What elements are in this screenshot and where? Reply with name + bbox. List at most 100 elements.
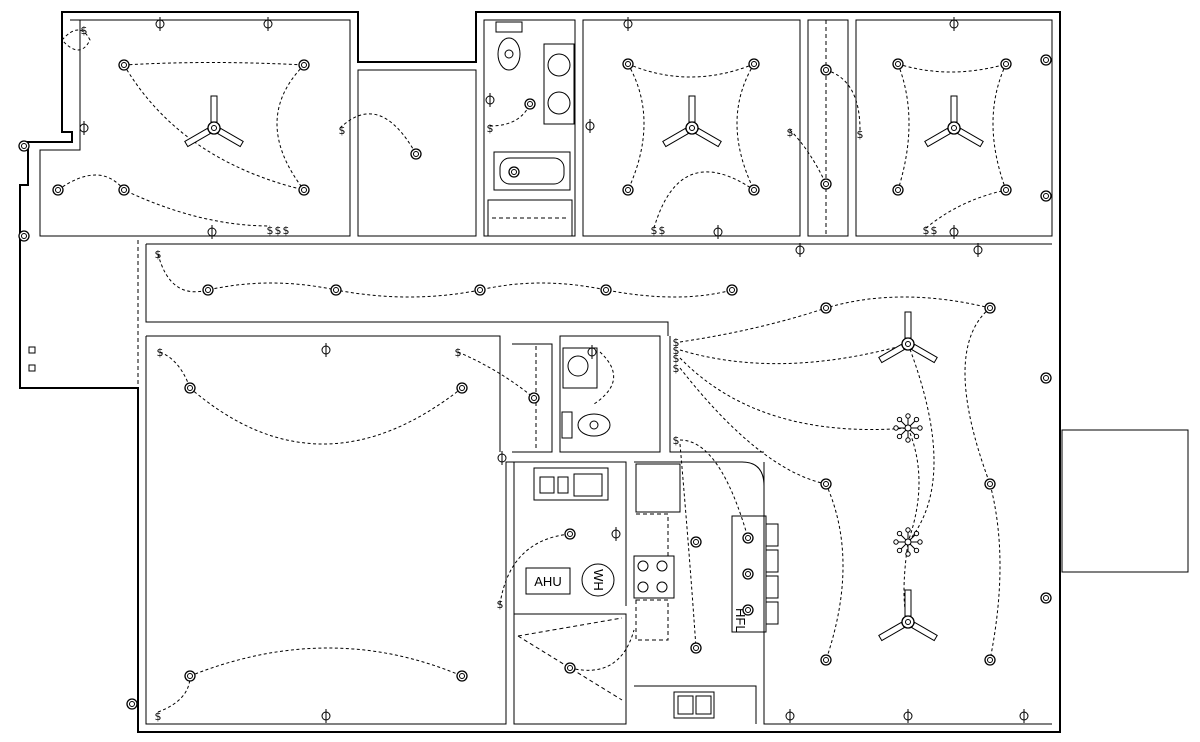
ceiling-light-icon <box>690 536 702 548</box>
switch-icon: $ <box>275 224 282 237</box>
outlet-icon <box>623 17 633 31</box>
ceiling-light-icon <box>456 382 468 394</box>
ceiling-light-icon <box>18 230 30 242</box>
ceiling-light-icon <box>748 58 760 70</box>
ceiling-fan-icon <box>878 589 938 642</box>
switch-icon: $ <box>673 434 680 447</box>
ceiling-light-icon <box>742 532 754 544</box>
ceiling-light-icon <box>820 64 832 76</box>
ceiling-light-icon <box>1040 54 1052 66</box>
chandeliers <box>893 413 923 557</box>
ceiling-light-icon <box>1040 372 1052 384</box>
outlet-icon <box>973 243 983 257</box>
ceiling-light-icon <box>330 284 342 296</box>
ceiling-light-icon <box>184 382 196 394</box>
switch-icon: $ <box>283 224 290 237</box>
ceiling-light-icon <box>298 59 310 71</box>
ceiling-light-icon <box>690 642 702 654</box>
outlet-icon <box>155 17 165 31</box>
sink-icon <box>562 347 598 389</box>
ceiling-light-icon <box>564 528 576 540</box>
ceiling-lights <box>18 54 1052 710</box>
outlet-icon <box>497 451 507 465</box>
ceiling-light-icon <box>202 284 214 296</box>
switch-icon: $ <box>931 224 938 237</box>
switch-icon: $ <box>155 710 162 723</box>
switch-icon: $ <box>673 352 680 365</box>
ceiling-fan-icon <box>924 95 984 148</box>
ceiling-fans <box>184 95 984 642</box>
bathtub-icon <box>493 151 571 191</box>
outlets <box>79 17 1029 723</box>
ceiling-light-icon <box>1040 190 1052 202</box>
wh-label: WH <box>591 569 606 591</box>
ceiling-fan-icon <box>878 311 938 364</box>
outlet-icon <box>795 243 805 257</box>
ceiling-fan-icon <box>662 95 722 148</box>
ceiling-fan-icon <box>184 95 244 148</box>
switch-icon: $ <box>673 336 680 349</box>
outlet-icon <box>263 17 273 31</box>
ceiling-light-icon <box>1040 592 1052 604</box>
ceiling-light-icon <box>984 478 996 490</box>
ceiling-light-icon <box>118 184 130 196</box>
ceiling-light-icon <box>298 184 310 196</box>
switch-icon: $ <box>651 224 658 237</box>
ceiling-light-icon <box>600 284 612 296</box>
ceiling-light-icon <box>820 302 832 314</box>
switch-icon: $ <box>497 598 504 611</box>
outlet-icon <box>785 709 795 723</box>
ceiling-light-icon <box>622 58 634 70</box>
ceiling-light-icon <box>742 568 754 580</box>
switch-icon: $ <box>487 122 494 135</box>
outlet-icon <box>207 225 217 239</box>
outlet-icon <box>611 527 621 541</box>
ceiling-light-icon <box>892 184 904 196</box>
ceiling-light-icon <box>528 392 540 404</box>
outlet-icon <box>321 709 331 723</box>
ceiling-light-icon <box>524 98 536 110</box>
ceiling-light-icon <box>892 58 904 70</box>
switch-icon: $ <box>923 224 930 237</box>
sink-icon <box>543 43 575 125</box>
ceiling-light-icon <box>726 284 738 296</box>
fixtures: AHU WH HFL <box>28 20 827 719</box>
ceiling-light-icon <box>508 166 520 178</box>
outlet-icon <box>903 709 913 723</box>
switch-icon: $ <box>673 362 680 375</box>
toilet-icon <box>495 21 523 71</box>
outlet-icon <box>585 119 595 133</box>
ceiling-light-icon <box>1000 184 1012 196</box>
chandelier-icon <box>893 527 923 557</box>
switch-icon: $ <box>659 224 666 237</box>
outlet-icon <box>321 343 331 357</box>
ceiling-light-icon <box>474 284 486 296</box>
ceiling-light-icon <box>820 478 832 490</box>
outlet-icon <box>713 225 723 239</box>
outlet-icon <box>949 17 959 31</box>
sink-icon <box>673 691 715 719</box>
stove-icon <box>633 555 675 599</box>
switch-icon: $ <box>155 248 162 261</box>
ceiling-light-icon <box>622 184 634 196</box>
outlet-icon <box>949 225 959 239</box>
switch-icon: $ <box>673 344 680 357</box>
outlet-icon <box>485 93 495 107</box>
ceiling-light-icon <box>984 302 996 314</box>
ceiling-light-icon <box>820 654 832 666</box>
switch-icon: $ <box>857 128 864 141</box>
switch-icon: $ <box>267 224 274 237</box>
ceiling-light-icon <box>184 670 196 682</box>
switch-icon: $ <box>455 346 462 359</box>
switch-icon: $ <box>81 24 88 37</box>
ceiling-light-icon <box>984 654 996 666</box>
ceiling-light-icon <box>748 184 760 196</box>
ceiling-light-icon <box>410 148 422 160</box>
ceiling-light-icon <box>118 59 130 71</box>
chandelier-icon <box>893 413 923 443</box>
walls <box>19 11 1189 733</box>
ceiling-light-icon <box>126 698 138 710</box>
switch-icon: $ <box>339 124 346 137</box>
ceiling-light-icon <box>52 184 64 196</box>
